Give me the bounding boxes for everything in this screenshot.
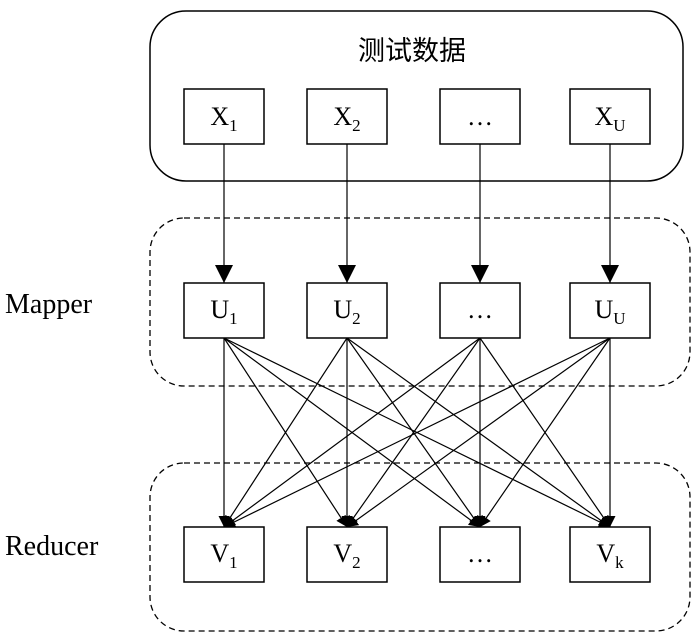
svg-text:V2: V2 <box>333 539 360 572</box>
arrow-mapper-4-to-reducer-3 <box>479 337 611 528</box>
arrow-mapper-3-to-reducer-2 <box>346 337 481 528</box>
reducer-node-1-sub: 1 <box>229 553 238 572</box>
arrow-mapper-3-to-reducer-1 <box>223 337 481 528</box>
svg-text:…: … <box>467 539 493 568</box>
reducer-node-4: Vk <box>569 526 651 583</box>
reducer-node-3: … <box>439 526 521 583</box>
mapper-node-4: UU <box>569 282 651 339</box>
mapper-node-2-label: U <box>333 295 352 324</box>
input-node-1: X1 <box>183 88 265 145</box>
input-node-2-label: X <box>333 102 352 131</box>
svg-text:U1: U1 <box>210 295 237 328</box>
reducer-node-1-label: V <box>210 539 229 568</box>
svg-text:UU: UU <box>594 295 625 328</box>
reducer-node-2: V2 <box>306 526 388 583</box>
svg-text:XU: XU <box>594 102 625 135</box>
input-node-2-sub: 2 <box>352 116 361 135</box>
svg-text:…: … <box>467 102 493 131</box>
input-node-4-sub: U <box>613 116 625 135</box>
test-data-title: 测试数据 <box>358 36 466 67</box>
input-node-4: XU <box>569 88 651 145</box>
arrow-mapper-4-to-reducer-1 <box>223 337 611 528</box>
reducer-node-1: V1 <box>183 526 265 583</box>
mapper-node-1: U1 <box>183 282 265 339</box>
svg-text:V1: V1 <box>210 539 237 572</box>
mapper-label: Mapper <box>5 289 93 320</box>
edges-layer <box>215 144 619 528</box>
reducer-node-2-sub: 2 <box>352 553 361 572</box>
reducer-label: Reducer <box>5 531 99 562</box>
input-node-3-label: … <box>467 102 493 131</box>
arrow-mapper-2-to-reducer-1 <box>223 337 348 528</box>
reducer-node-3-label: … <box>467 539 493 568</box>
input-node-1-sub: 1 <box>229 116 238 135</box>
input-node-3: … <box>439 88 521 145</box>
test-data-region <box>149 10 684 182</box>
mapper-node-3-label: … <box>467 295 493 324</box>
mapper-node-4-label: U <box>594 295 613 324</box>
input-node-2: X2 <box>306 88 388 145</box>
mapper-node-2: U2 <box>306 282 388 339</box>
arrow-mapper-4-to-reducer-2 <box>346 337 611 528</box>
reducer-node-4-label: V <box>596 539 615 568</box>
svg-text:…: … <box>467 295 493 324</box>
svg-text:X2: X2 <box>333 102 360 135</box>
mapper-node-1-label: U <box>210 295 229 324</box>
mapper-node-4-sub: U <box>613 309 625 328</box>
reducer-region <box>149 462 691 632</box>
mapper-node-3: … <box>439 282 521 339</box>
svg-text:X1: X1 <box>210 102 237 135</box>
svg-text:Vk: Vk <box>596 539 624 572</box>
mapper-region <box>149 217 691 387</box>
reducer-node-4-sub: k <box>615 553 624 572</box>
mapper-node-1-sub: 1 <box>229 309 238 328</box>
input-node-1-label: X <box>210 102 229 131</box>
mapper-node-2-sub: 2 <box>352 309 361 328</box>
svg-text:U2: U2 <box>333 295 360 328</box>
reducer-node-2-label: V <box>333 539 352 568</box>
input-node-4-label: X <box>594 102 613 131</box>
